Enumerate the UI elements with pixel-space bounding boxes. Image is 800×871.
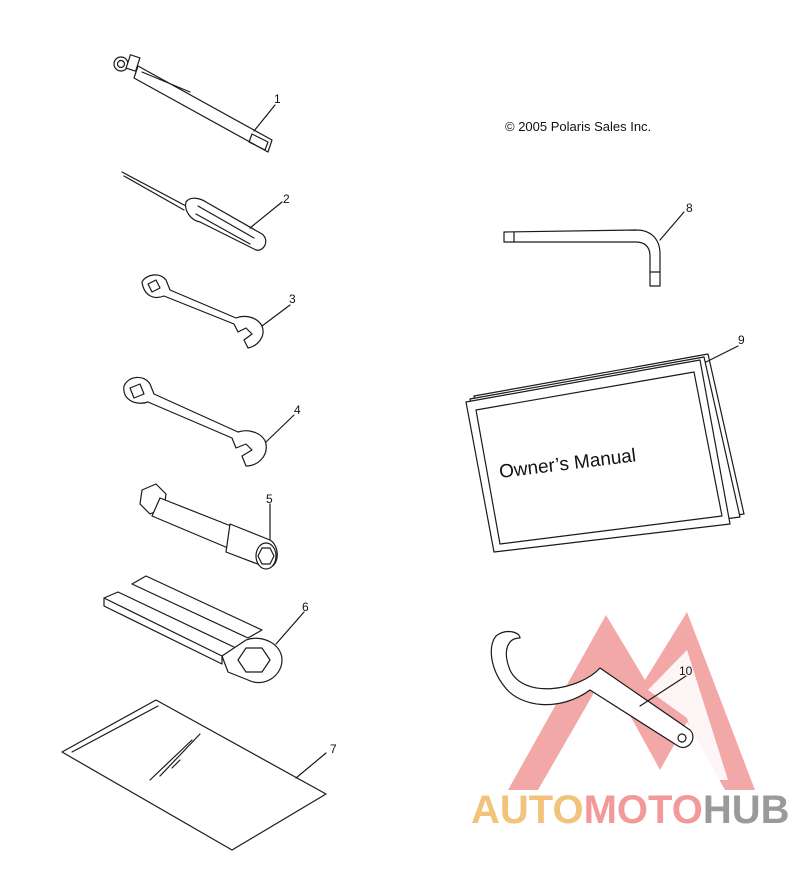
- part-1-tire-gauge: [113, 54, 276, 153]
- copyright-notice: © 2005 Polaris Sales Inc.: [505, 119, 652, 134]
- callout-9: 9: [738, 333, 745, 347]
- callout-3: 3: [289, 292, 296, 306]
- callout-8: 8: [686, 201, 693, 215]
- callout-1: 1: [274, 92, 281, 106]
- watermark-hub: HUB: [702, 788, 790, 832]
- part-9-owners-manual: Owner’s Manual: [465, 345, 745, 553]
- callout-4: 4: [294, 403, 301, 417]
- part-6-holder-wrench: [103, 575, 305, 684]
- callout-6: 6: [302, 600, 309, 614]
- callout-2: 2: [283, 192, 290, 206]
- callout-labels: 1 2 3 4 5 6 7 8 9 10: [266, 92, 745, 756]
- callout-10: 10: [679, 664, 693, 678]
- watermark-text: AUTOMOTOHUB: [471, 788, 790, 833]
- callout-5: 5: [266, 492, 273, 506]
- part-7-storage-bag: [61, 699, 327, 851]
- part-8-hex-key: [503, 211, 685, 287]
- watermark-moto: MOTO: [583, 788, 703, 832]
- part-2-screwdriver: [121, 171, 283, 251]
- part-5-socket-tool: [139, 483, 278, 570]
- part-10-spanner-wrench: [490, 630, 694, 748]
- part-3-wrench-small: [141, 274, 291, 349]
- part-4-wrench-large: [123, 376, 295, 467]
- callout-7: 7: [330, 742, 337, 756]
- watermark-auto: AUTO: [471, 788, 584, 832]
